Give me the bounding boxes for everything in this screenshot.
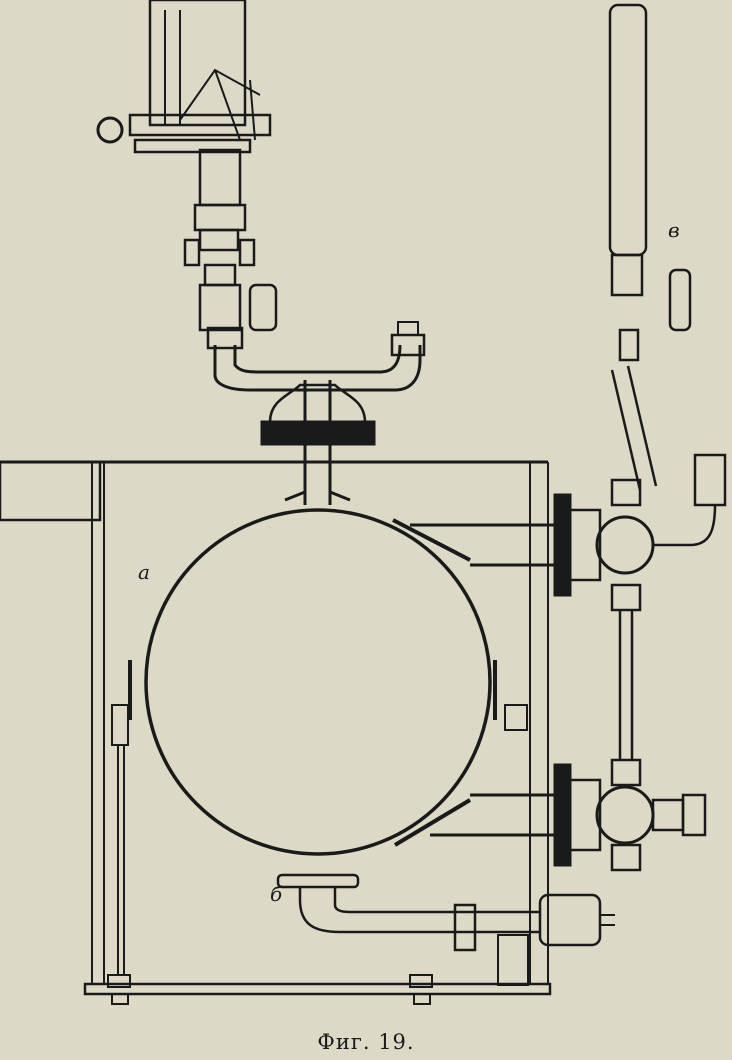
figure-caption: Фиг. 19. — [317, 1030, 415, 1054]
steam-manifold — [206, 321, 426, 505]
water-column-connections — [410, 453, 727, 872]
label-b: б — [270, 882, 283, 906]
safety-valve-assembly — [96, 0, 278, 332]
technical-drawing — [0, 0, 727, 1005]
label-v: в — [668, 218, 680, 242]
label-a: а — [138, 560, 150, 584]
boiler-drum — [128, 508, 497, 856]
water-gauge — [608, 3, 692, 491]
support-frame — [0, 460, 552, 1005]
blowdown-pipe — [276, 873, 615, 986]
